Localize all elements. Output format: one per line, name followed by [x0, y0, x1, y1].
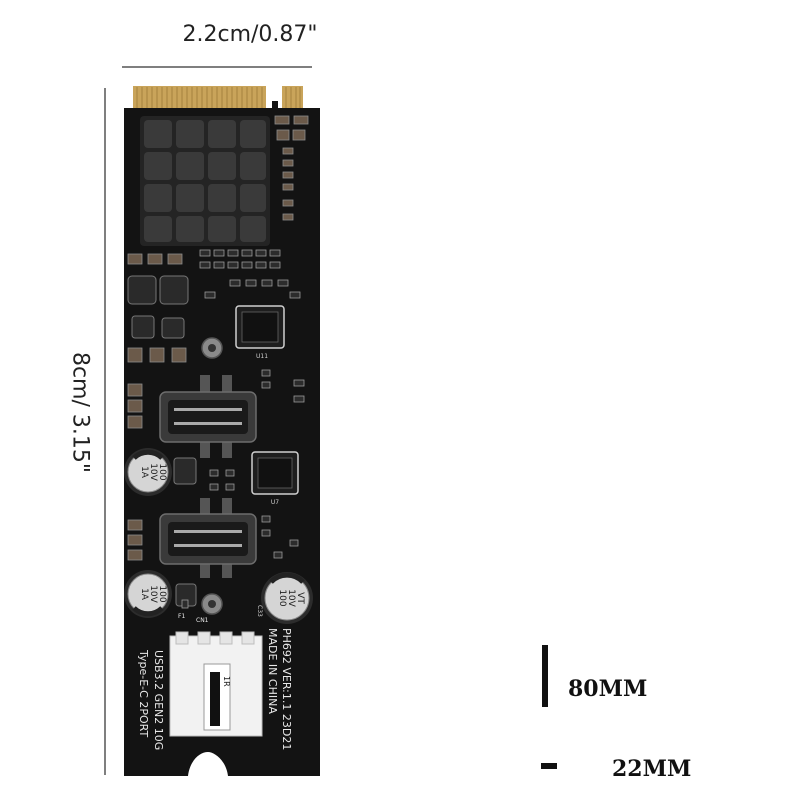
gold-edge-connector — [133, 86, 303, 111]
inductors-left — [127, 275, 189, 339]
power-connector: 1R — [169, 631, 263, 737]
spec-line-2: Type-E-C 2PORT — [137, 649, 150, 737]
scale-label-length: 80MM — [568, 676, 647, 702]
scale-bar-length — [542, 645, 548, 707]
svg-text:100: 100 — [157, 585, 167, 602]
svg-text:1A: 1A — [139, 588, 149, 601]
svg-text:10V: 10V — [148, 463, 158, 481]
chip-u7: U7 — [251, 451, 299, 506]
smd-caps-left — [127, 253, 187, 561]
svg-text:CN1: CN1 — [196, 617, 209, 624]
svg-text:100: 100 — [277, 589, 287, 606]
width-dimension-label: 2.2cm/0.87" — [182, 22, 318, 47]
spec-line-1: USB3.2 GEN2 10G — [152, 650, 165, 750]
smd-capacitors-top — [274, 115, 309, 221]
scale-label-width: 22MM — [612, 756, 691, 782]
svg-text:U11: U11 — [256, 353, 268, 360]
svg-text:10V: 10V — [148, 585, 158, 603]
svg-text:100: 100 — [157, 463, 167, 480]
usb-connector-1 — [159, 375, 257, 458]
standoff-top — [201, 337, 223, 359]
svg-text:10V: 10V — [286, 589, 296, 607]
heatsink — [140, 116, 270, 246]
electrolytic-capacitor-a: 1A 10V 100 — [124, 448, 172, 496]
model-line: PH692 VER:1.1 23D21 — [280, 628, 293, 750]
smd-resistor-rows — [199, 249, 301, 299]
pcb-silkscreen: PH692 VER:1.1 23D21 MADE IN CHINA USB3.2… — [137, 613, 293, 750]
svg-text:1R: 1R — [222, 676, 231, 687]
standoff-bottom — [201, 593, 223, 615]
svg-text:F1: F1 — [178, 613, 185, 620]
svg-text:VT: VT — [295, 592, 305, 604]
inductor-mid — [173, 457, 197, 485]
electrolytic-capacitor-c: 100 10V VT C33 — [256, 572, 313, 624]
chip-u11: U11 — [235, 305, 285, 360]
usb-connector-2 — [159, 498, 257, 578]
origin-line: MADE IN CHINA — [266, 628, 279, 714]
svg-text:C33: C33 — [256, 605, 263, 617]
smd-components-mid — [181, 369, 305, 609]
svg-text:U7: U7 — [271, 499, 279, 506]
scale-bar-width — [541, 763, 557, 769]
svg-text:1A: 1A — [139, 466, 149, 479]
electrolytic-capacitor-b: 1A 10V 100 — [124, 570, 172, 618]
